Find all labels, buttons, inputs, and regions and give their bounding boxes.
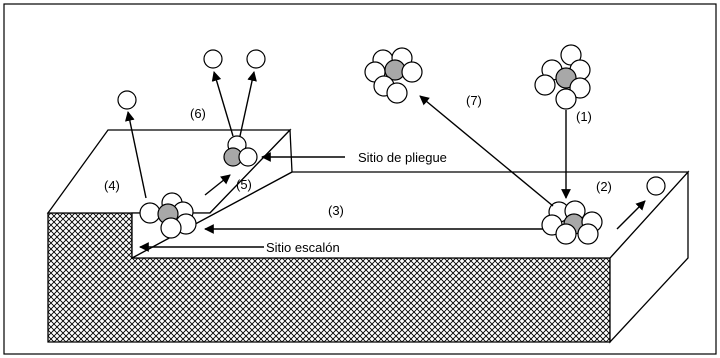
atom <box>387 83 407 103</box>
atom <box>556 89 576 109</box>
label-step-site: Sitio escalón <box>266 240 340 255</box>
atom <box>402 62 422 82</box>
label-step-5: (5) <box>236 177 252 192</box>
atom <box>556 224 576 244</box>
label-step-2: (2) <box>596 179 612 194</box>
single-atom <box>204 50 222 68</box>
single-atom <box>647 177 665 195</box>
atom <box>140 203 160 223</box>
single-atom <box>247 50 265 68</box>
atom <box>239 148 257 166</box>
atom <box>578 224 598 244</box>
label-step-3: (3) <box>328 203 344 218</box>
label-step-4: (4) <box>104 178 120 193</box>
label-step-7: (7) <box>466 93 482 108</box>
single-atom <box>118 91 136 109</box>
label-kink-site: Sitio de pliegue <box>358 150 447 165</box>
atom <box>161 218 181 238</box>
label-step-1: (1) <box>576 109 592 124</box>
atom <box>535 75 555 95</box>
label-step-6: (6) <box>190 106 206 121</box>
